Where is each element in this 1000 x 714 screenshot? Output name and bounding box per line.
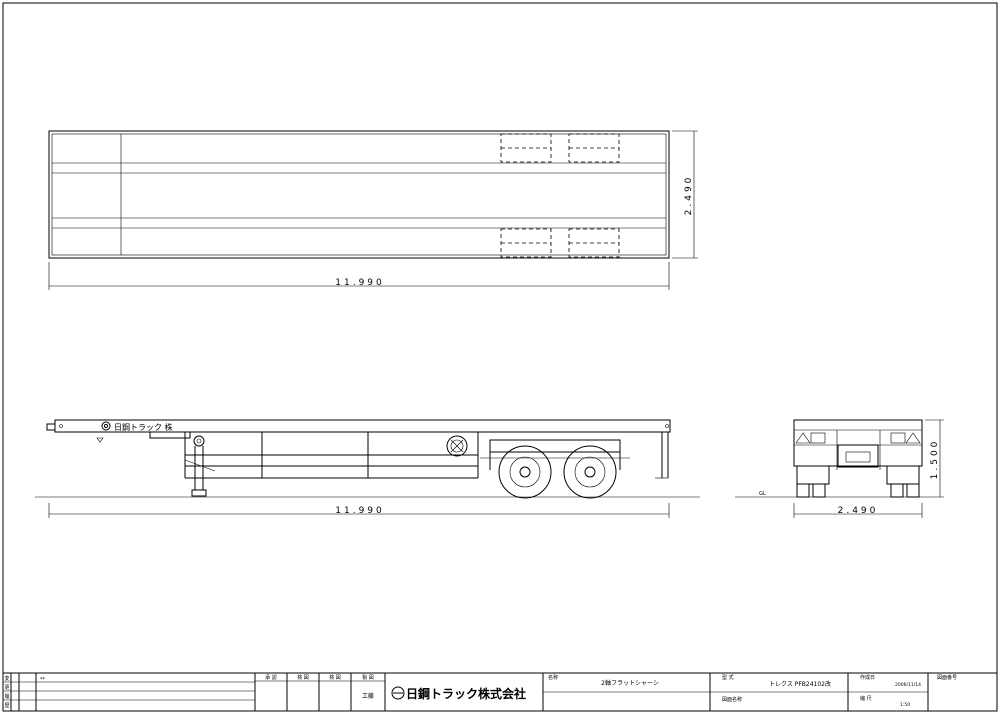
rear-tires [796,465,920,498]
revision-mark-2: 更 [4,685,9,691]
top-view-wheels [500,133,620,258]
model-label: 型 式 [722,674,734,681]
revision-mark-3: 履 [4,694,9,700]
company-name: 日鋼トラック株式会社 [406,686,526,701]
company-logo-icon [391,686,405,700]
top-width-dimension: 2.490 [672,130,698,259]
drawing-no-label: 図面番号 [937,674,957,681]
approval-header-2: 検 図 [297,674,309,681]
brand-mark: 日鋼トラック 株 [114,422,173,432]
approval-header-1: 承 認 [265,674,277,681]
top-length-dimension: 11.990 [48,262,670,290]
note-mark: ** [40,677,46,683]
side-length-dimension: 11.990 [48,503,670,518]
rear-frame [793,419,923,467]
title-block: 変 更 履 歴 ** 承 認 検 図 検 図 製 図 工藤 日鋼トラック株式会社… [2,672,998,712]
top-view: 2.490 11.990 [48,130,698,290]
date-label: 作成日 [860,674,875,681]
brand-logo-icon [101,421,111,431]
drawing-name-label: 図面名称 [722,696,742,703]
rear-width-label: 2.490 [838,506,879,516]
rear-width-dimension: 2.490 [793,503,923,518]
top-length-label: 11.990 [335,278,385,288]
top-width-label: 2.490 [684,175,694,216]
model-value: トレクス PFB24102改 [769,680,831,688]
approval-header-3: 検 図 [329,674,341,681]
revision-mark-4: 歴 [4,703,9,709]
top-view-outline [48,130,670,259]
side-length-label: 11.990 [335,506,385,516]
ground-label: GL [759,491,766,497]
rear-height-label: 1.500 [930,439,940,480]
name-value: 2軸フラットシャーシ [601,679,659,687]
landing-gear [184,435,216,497]
scale-value: 1:50 [900,702,910,708]
approval-header-4: 製 図 [362,674,374,681]
name-label: 名称 [548,674,558,681]
rear-view: GL 1.500 [735,419,944,518]
spare-tire [446,435,468,457]
top-view-inner [51,133,667,256]
scale-label: 縮 尺 [860,695,872,702]
rear-height-dimension: 1.500 [925,419,944,498]
revision-mark-1: 変 [4,675,9,682]
rear-axle-wheels [498,445,617,499]
side-view: 日鋼トラック 株 [35,419,700,518]
rear-lamps [795,432,921,444]
drafter-name: 工藤 [362,692,374,700]
date-value: 2006/11/14 [895,682,921,688]
